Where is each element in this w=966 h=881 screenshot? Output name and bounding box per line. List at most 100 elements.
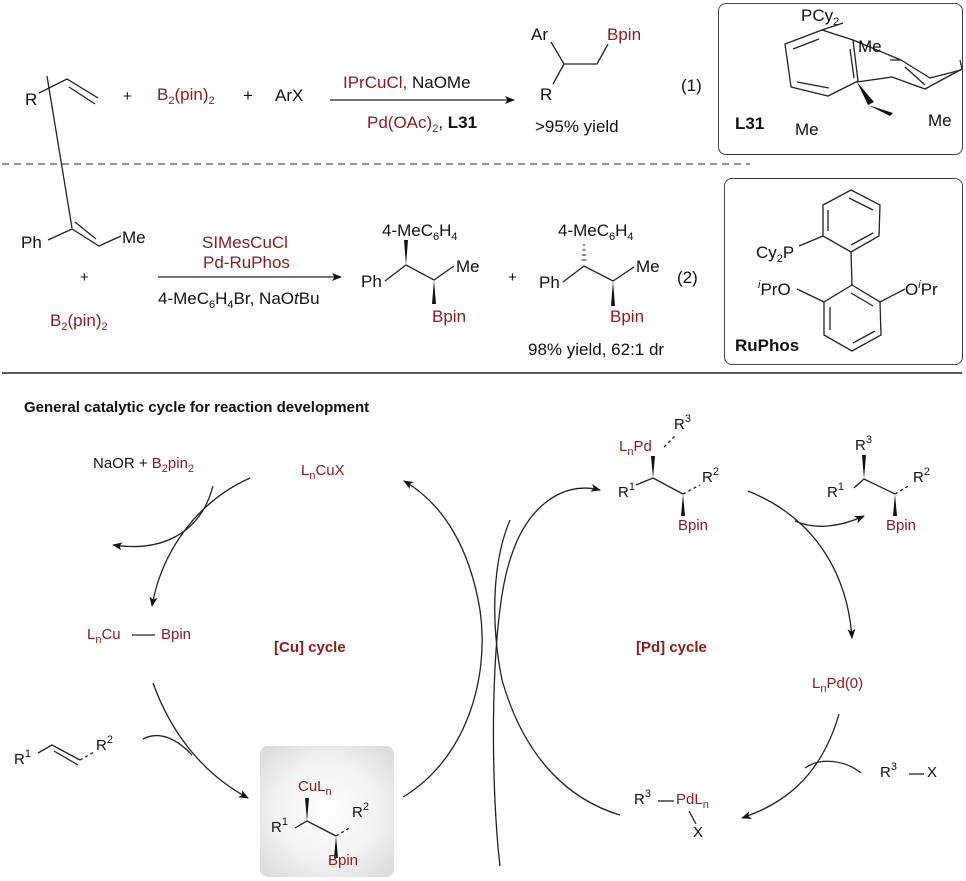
- l31-structure: [784, 22, 963, 97]
- cycle-r3: R3: [880, 761, 897, 781]
- cuint-culn: CuLn: [298, 778, 332, 798]
- eq2-p2-ph: Ph: [539, 273, 560, 292]
- eq1-b2pin2: B2(pin)2: [157, 85, 215, 107]
- eq1-product-ar: Ar: [531, 25, 548, 44]
- arrow-cubpin-to-cuint: [152, 682, 249, 799]
- eq2-p2-wedge-bpin: [611, 281, 615, 306]
- l31-wedge-b: [868, 105, 893, 116]
- ruphos-cy2p: Cy2P: [756, 243, 795, 265]
- cycle-lnpd0: LnPd(0): [812, 675, 864, 695]
- eq1-plus-1: +: [123, 88, 132, 105]
- pd-cycle-label: [Pd] cycle: [636, 639, 707, 656]
- eq1-alkene-double: [68, 86, 96, 105]
- eq1-product-bpin: Bpin: [607, 25, 642, 44]
- pdint-lnpd: LnPd: [619, 438, 652, 458]
- cuint-r2: R2: [352, 801, 369, 821]
- ligand-ruphos-box: [724, 178, 963, 365]
- eq2-p2-bpin: Bpin: [610, 307, 645, 326]
- product-r2: R2: [913, 466, 930, 486]
- l31-label: L31: [735, 114, 765, 133]
- eq2-yield: 98% yield, 62:1 dr: [528, 340, 665, 359]
- eq2-product2-bonds: [562, 265, 635, 283]
- eq1-product-r: R: [540, 85, 553, 104]
- cycle-alkene-r1: R1: [14, 748, 31, 768]
- eq2-p1-aryl: 4-MeC6H4: [382, 221, 458, 243]
- oa-pd-x-bond: [688, 810, 697, 825]
- cu-intermediate-highlight: [260, 746, 394, 877]
- cycle-title: General catalytic cycle for reaction dev…: [24, 399, 370, 416]
- arrow-pdint-to-pd0: [747, 490, 856, 639]
- eq2-b2pin2: B2(pin)2: [50, 311, 108, 333]
- ruphos-right-oipr: OiPr: [905, 279, 938, 299]
- eq2-condition-cu: SIMesCuCl: [202, 233, 288, 252]
- pdint-r2: R2: [702, 466, 719, 486]
- l31-me-top: Me: [858, 37, 882, 56]
- cycle-alkene-bonds: [37, 744, 81, 761]
- eq1-conditions-bottom: Pd(OAc)2, L31: [367, 113, 478, 135]
- eq1-plus-2: +: [243, 86, 253, 105]
- product-r1: R1: [827, 481, 844, 501]
- arrow-alkene-in: [142, 734, 193, 756]
- ruphos-label: RuPhos: [735, 336, 800, 355]
- eq2-plus-products: +: [508, 269, 517, 286]
- arrow-r3x-in: [804, 760, 862, 774]
- cycle-alkene-double: [53, 750, 79, 766]
- cuint-bpin: Bpin: [328, 852, 359, 869]
- arrow-product-out: [794, 515, 865, 527]
- ruphos-structure: [796, 189, 906, 352]
- eq2-plus: +: [80, 269, 89, 286]
- cuint-dash: [335, 826, 352, 837]
- pdint-bonds: [635, 477, 684, 495]
- cycle-x: X: [927, 764, 938, 781]
- product-bonds: [853, 478, 896, 495]
- eq1-yield: >95% yield: [535, 117, 619, 136]
- arrow-to-pdint: [492, 483, 601, 867]
- cycle-alkene-r2: R2: [96, 734, 113, 754]
- eq2-p2-hash-aryl: [581, 244, 587, 261]
- eq1-label: (1): [681, 76, 702, 95]
- cycle-naor-b2pin2: NaOR + B2pin2: [93, 455, 195, 475]
- eq2-alkene-double: [74, 221, 97, 240]
- product-r3: R3: [855, 434, 872, 454]
- product-bpin: Bpin: [886, 517, 917, 534]
- product-wedge-r3: [862, 455, 866, 479]
- eq2-p1-bpin: Bpin: [432, 307, 467, 326]
- arrow-pd0-to-oa: [741, 713, 840, 819]
- eq1-reactant-R: R: [25, 90, 38, 109]
- pdint-r1: R1: [618, 481, 635, 501]
- cycle-lncu-bpin-bpin: Bpin: [161, 626, 192, 643]
- product-wedge-bpin: [893, 494, 897, 516]
- arrow-cuint-to-cux: [402, 480, 483, 798]
- eq1-alkene-bond: [38, 78, 99, 99]
- arrow-oa-to-cuxtie: [494, 519, 621, 816]
- eq2-p1-ph: Ph: [361, 272, 382, 291]
- cuint-wedge-cu: [305, 798, 309, 821]
- cuint-bonds: [294, 820, 337, 837]
- eq2-label: (2): [677, 268, 698, 287]
- ligand-l31-box: [718, 3, 963, 155]
- cycle-alkene-dash: [79, 751, 95, 761]
- eq2-p1-wedge-bpin: [432, 280, 436, 304]
- l31-me-bottom: Me: [795, 120, 819, 139]
- oa-x: X: [693, 824, 704, 841]
- ruphos-left-oipr: iPrO: [758, 279, 791, 299]
- eq2-condition-pd: Pd-RuPhos: [203, 253, 290, 272]
- pdint-dash-r3: [663, 434, 677, 448]
- eq2-p2-me: Me: [636, 257, 660, 276]
- eq2-alkene-bonds: [46, 75, 122, 247]
- pdint-wedge-bpin: [681, 494, 685, 516]
- product-dash: [894, 484, 911, 495]
- oa-r3: R3: [634, 788, 651, 808]
- eq2-product1-bonds: [384, 264, 455, 282]
- l31-me-right: Me: [928, 111, 952, 130]
- eq2-me: Me: [122, 228, 146, 247]
- cu-cycle-label: [Cu] cycle: [274, 639, 346, 656]
- eq1-conditions-top: IPrCuCl, NaOMe: [343, 73, 471, 92]
- oa-pdln: PdLn: [676, 791, 709, 811]
- eq2-p2-aryl: 4-MeC6H4: [558, 221, 634, 243]
- cuint-r1: R1: [271, 816, 288, 836]
- eq1-product-bonds: [550, 41, 609, 85]
- l31-pcy2: PCy2: [801, 6, 840, 28]
